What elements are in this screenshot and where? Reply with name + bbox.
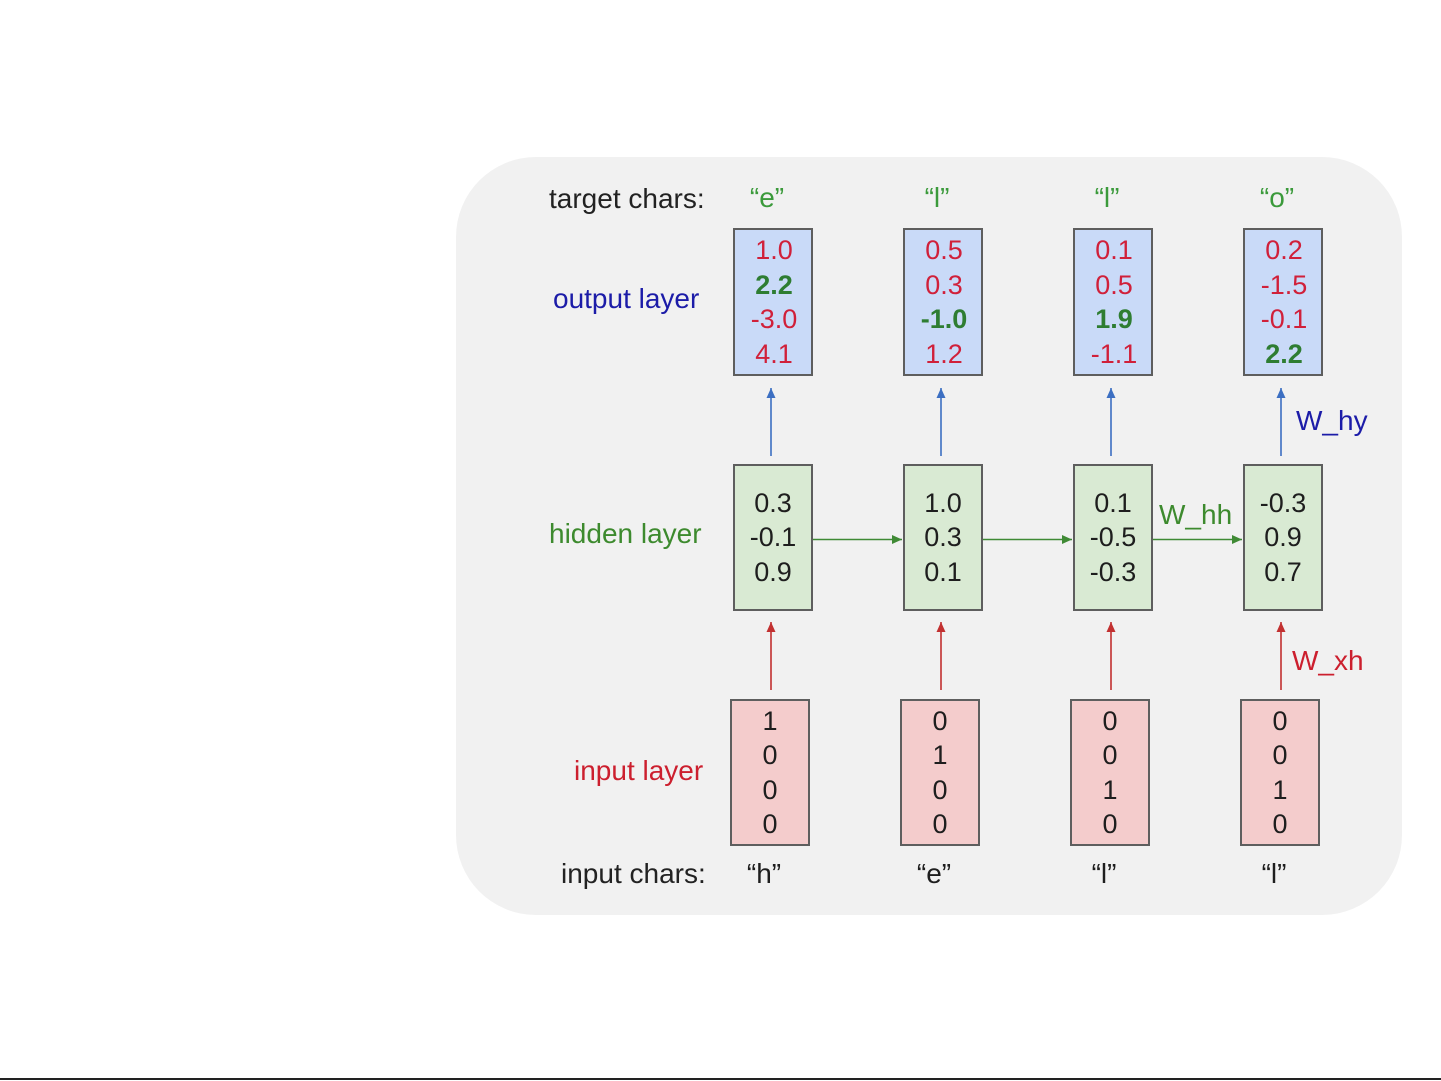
w-xh-label: W_xh	[1292, 645, 1364, 677]
input-vector-value: 0	[1102, 704, 1117, 739]
input-chars-label: input chars:	[561, 858, 706, 890]
target-char: “o”	[1237, 182, 1317, 214]
input-to-hidden-arrow	[1107, 622, 1116, 690]
input-to-hidden-arrow	[767, 622, 776, 690]
input-vector-value: 0	[1272, 704, 1287, 739]
input-vector-value: 0	[932, 704, 947, 739]
hidden-to-output-arrow	[767, 388, 776, 456]
w-hh-label: W_hh	[1159, 499, 1232, 531]
output-vector-value: 0.1	[1095, 233, 1133, 268]
hidden-to-output-arrow	[1277, 388, 1286, 456]
output-vector-value: -1.5	[1261, 268, 1308, 303]
hidden-layer-label: hidden layer	[549, 518, 702, 550]
input-vector-value: 0	[932, 807, 947, 842]
output-vector-value: 1.2	[925, 337, 963, 372]
output-vector-value: -3.0	[751, 302, 798, 337]
hidden-to-hidden-arrow	[983, 535, 1072, 544]
hidden-vector-value: 1.0	[924, 486, 962, 521]
input-vector-value: 0	[1272, 807, 1287, 842]
target-char: “l”	[897, 182, 977, 214]
input-vector-value: 0	[762, 738, 777, 773]
hidden-to-hidden-arrow	[1153, 535, 1242, 544]
input-layer-label: input layer	[574, 755, 703, 787]
hidden-vector-value: -0.3	[1260, 486, 1307, 521]
input-vector-value: 1	[932, 738, 947, 773]
input-vector-value: 1	[1272, 773, 1287, 808]
hidden-to-output-arrow	[1107, 388, 1116, 456]
target-char: “l”	[1067, 182, 1147, 214]
input-vector-value: 1	[1102, 773, 1117, 808]
w-hy-label: W_hy	[1296, 405, 1368, 437]
hidden-vector-value: 0.7	[1264, 555, 1302, 590]
input-to-hidden-arrow	[937, 622, 946, 690]
input-vector-value: 0	[1102, 738, 1117, 773]
output-vector-value: 4.1	[755, 337, 793, 372]
hidden-vector-value: 0.9	[1264, 520, 1302, 555]
hidden-vector-value: 0.1	[924, 555, 962, 590]
input-char: “l”	[1234, 858, 1314, 890]
hidden-vector-value: 0.1	[1094, 486, 1132, 521]
target-char: “e”	[727, 182, 807, 214]
hidden-vector: 0.1-0.5-0.3	[1073, 464, 1153, 611]
input-vector-value: 0	[762, 773, 777, 808]
hidden-vector-value: -0.3	[1090, 555, 1137, 590]
output-layer-label: output layer	[553, 283, 699, 315]
hidden-vector-value: 0.3	[924, 520, 962, 555]
output-vector-value: 1.9	[1095, 302, 1133, 337]
output-vector-value: 1.0	[755, 233, 793, 268]
hidden-vector-value: 0.9	[754, 555, 792, 590]
output-vector-value: -1.1	[1091, 337, 1138, 372]
output-vector-value: 0.3	[925, 268, 963, 303]
output-vector-value: 0.5	[1095, 268, 1133, 303]
input-char: “h”	[724, 858, 804, 890]
input-char: “l”	[1064, 858, 1144, 890]
hidden-vector-value: -0.1	[750, 520, 797, 555]
output-vector-value: 0.2	[1265, 233, 1303, 268]
hidden-to-output-arrow	[937, 388, 946, 456]
input-vector-value: 0	[1102, 807, 1117, 842]
input-vector-value: 0	[932, 773, 947, 808]
hidden-vector-value: 0.3	[754, 486, 792, 521]
input-vector-value: 0	[762, 807, 777, 842]
input-char: “e”	[894, 858, 974, 890]
output-vector-value: 2.2	[755, 268, 793, 303]
target-chars-label: target chars:	[549, 183, 705, 215]
output-vector-value: -0.1	[1261, 302, 1308, 337]
bottom-rule	[0, 1078, 1441, 1080]
output-vector-value: 0.5	[925, 233, 963, 268]
hidden-vector-value: -0.5	[1090, 520, 1137, 555]
output-vector-value: 2.2	[1265, 337, 1303, 372]
input-vector-value: 1	[762, 704, 777, 739]
output-vector-value: -1.0	[921, 302, 968, 337]
input-vector-value: 0	[1272, 738, 1287, 773]
hidden-to-hidden-arrow	[813, 535, 902, 544]
input-to-hidden-arrow	[1277, 622, 1286, 690]
